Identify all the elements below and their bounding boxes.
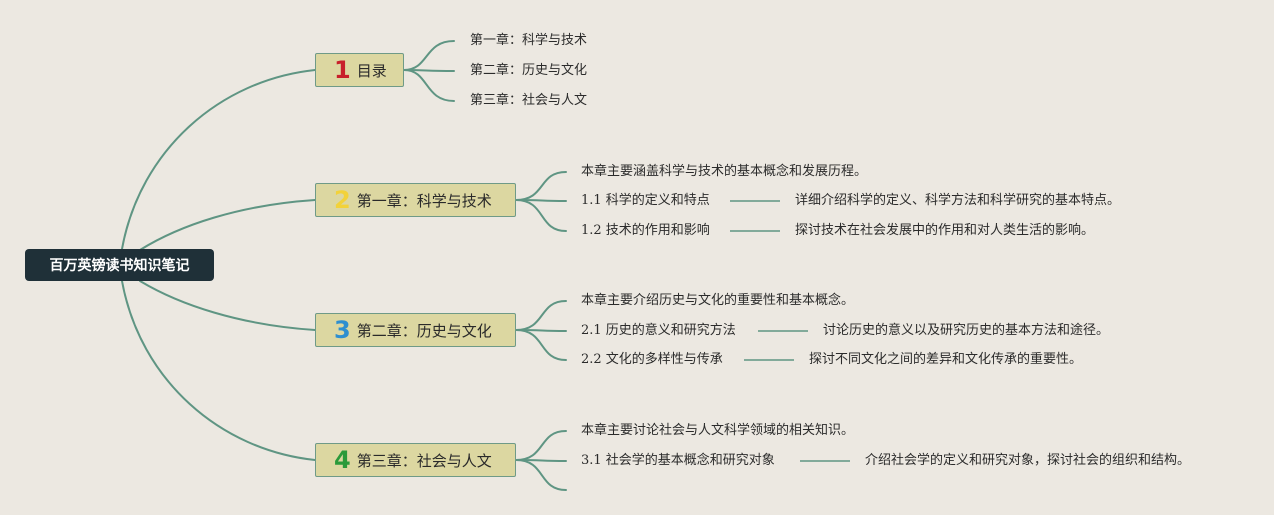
toc-item-chapter-1[interactable]: 第一章：科学与技术	[470, 33, 588, 48]
toc-child-connector-1	[403, 40, 455, 71]
chapter-3-summary[interactable]: 本章主要讨论社会与人文科学领域的相关知识。	[581, 423, 855, 438]
section-1-1-detail[interactable]: 详细介绍科学的定义、科学方法和科学研究的基本特点。	[795, 193, 1121, 208]
branch-3-child-connector-3	[515, 329, 567, 361]
section-3-1[interactable]: 3.1 社会学的基本概念和研究对象	[581, 453, 775, 468]
branch-2-child-connector-3	[515, 199, 567, 232]
section-2-2[interactable]: 2.2 文化的多样性与传承	[581, 352, 723, 367]
branch-number-badge: 2	[334, 186, 351, 214]
branch-number-badge: 4	[334, 446, 351, 474]
branch-chapter-2[interactable]: 3 第二章：历史与文化	[315, 313, 516, 347]
branch-3-child-connector-1	[515, 300, 567, 331]
branch-label: 第三章：社会与人文	[356, 451, 492, 470]
branch-chapter-3[interactable]: 4 第三章：社会与人文	[315, 443, 516, 477]
chapter-1-summary[interactable]: 本章主要涵盖科学与技术的基本概念和发展历程。	[581, 164, 868, 179]
branch-4-child-connector-1	[515, 430, 567, 461]
section-1-1[interactable]: 1.1 科学的定义和特点	[581, 193, 710, 208]
branch-label: 目录	[356, 61, 387, 80]
root-topic[interactable]: 百万英镑读书知识笔记	[25, 249, 214, 281]
section-1-2-detail[interactable]: 探讨技术在社会发展中的作用和对人类生活的影响。	[795, 223, 1095, 238]
toc-item-chapter-2[interactable]: 第二章：历史与文化	[470, 63, 588, 78]
section-3-1-detail[interactable]: 介绍社会学的定义和研究对象，探讨社会的组织和结构。	[865, 453, 1191, 468]
section-1-2[interactable]: 1.2 技术的作用和影响	[581, 223, 710, 238]
root-to-branch-3-connector	[139, 280, 316, 331]
section-2-1-detail[interactable]: 讨论历史的意义以及研究历史的基本方法和途径。	[823, 323, 1110, 338]
toc-child-connector-3	[403, 69, 455, 102]
root-to-branch-2-connector	[139, 199, 316, 251]
branch-4-child-connector-3	[515, 459, 567, 491]
section-2-1[interactable]: 2.1 历史的意义和研究方法	[581, 323, 736, 338]
toc-item-chapter-3[interactable]: 第三章：社会与人文	[470, 93, 588, 108]
branch-number-badge: 3	[334, 316, 351, 344]
root-to-branch-1-connector	[121, 69, 316, 250]
section-2-2-detail[interactable]: 探讨不同文化之间的差异和文化传承的重要性。	[809, 352, 1083, 367]
root-to-branch-4-connector	[121, 280, 316, 461]
branch-label: 第二章：历史与文化	[356, 321, 492, 340]
branch-number-badge: 1	[334, 56, 351, 84]
branch-chapter-1[interactable]: 2 第一章：科学与技术	[315, 183, 516, 217]
branch-contents[interactable]: 1 目录	[315, 53, 404, 87]
chapter-2-summary[interactable]: 本章主要介绍历史与文化的重要性和基本概念。	[581, 293, 855, 308]
branch-label: 第一章：科学与技术	[356, 191, 492, 210]
branch-2-child-connector-1	[515, 171, 567, 201]
root-topic-label: 百万英镑读书知识笔记	[49, 258, 190, 274]
